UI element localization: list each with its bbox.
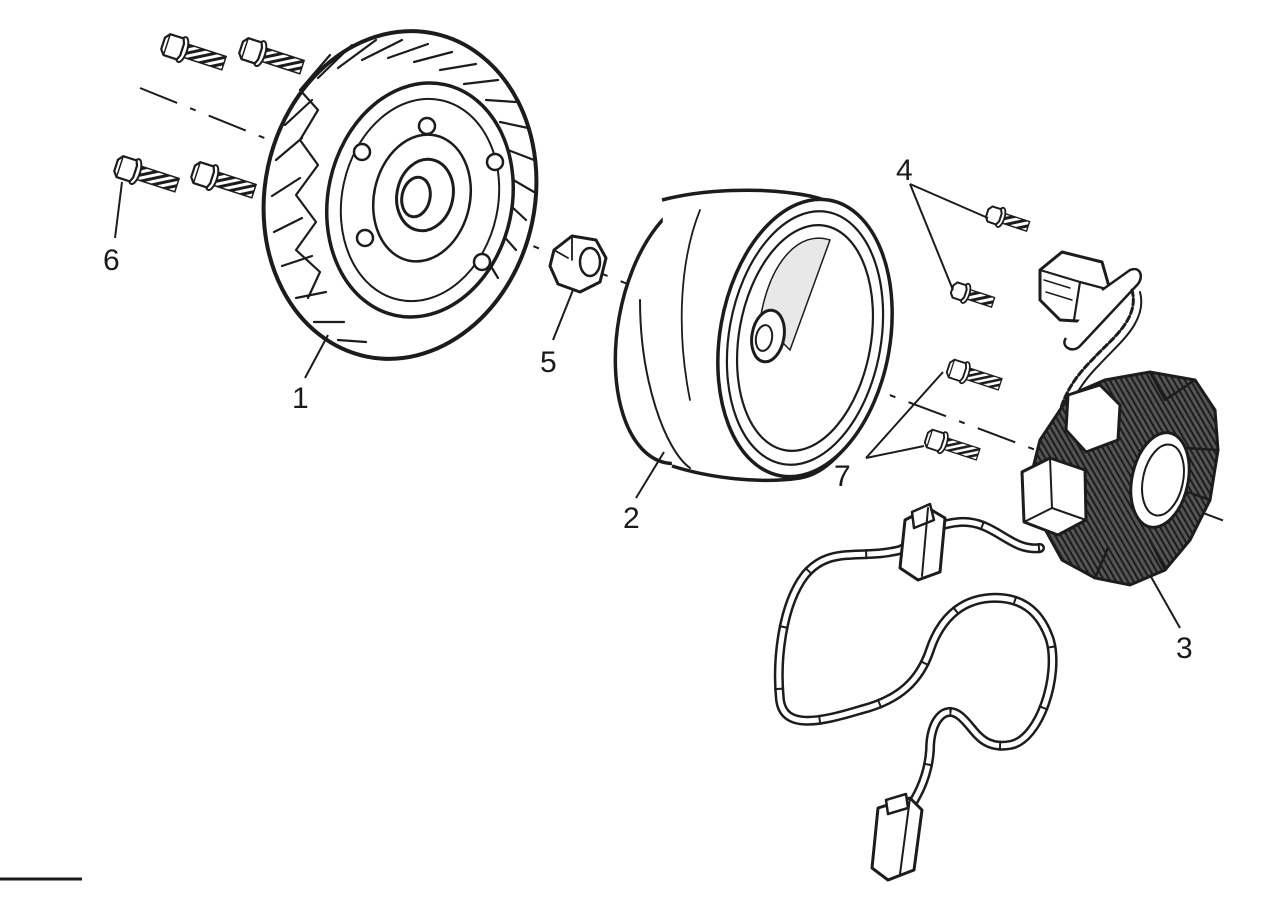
connector-icon — [870, 792, 924, 882]
bolt-icon — [922, 426, 983, 466]
callout-1: 1 — [292, 382, 309, 415]
bolt-icon — [944, 356, 1005, 396]
wiring-harness — [773, 502, 1058, 882]
bolt-icon — [235, 33, 308, 81]
stator-bolts — [922, 356, 1005, 466]
callout-2: 2 — [623, 502, 640, 535]
screw-icon — [948, 278, 998, 313]
bolt-icon — [187, 157, 260, 205]
bolt-icon — [110, 151, 183, 199]
cooling-fan — [261, 29, 539, 361]
flywheel-nut — [548, 234, 608, 294]
callout-3: 3 — [1176, 632, 1193, 665]
connector-icon — [898, 502, 947, 582]
callout-5: 5 — [540, 346, 557, 379]
leader-lines — [114, 181, 1181, 629]
callout-4: 4 — [896, 154, 913, 187]
bolt-icon — [157, 29, 230, 77]
callout-7: 7 — [834, 460, 851, 493]
screw-icon — [983, 202, 1033, 237]
rotor — [613, 188, 894, 483]
callout-6: 6 — [103, 244, 120, 277]
pulser-coil-screws — [948, 202, 1033, 313]
stator — [1020, 370, 1220, 587]
pulser-coil — [1038, 250, 1143, 433]
